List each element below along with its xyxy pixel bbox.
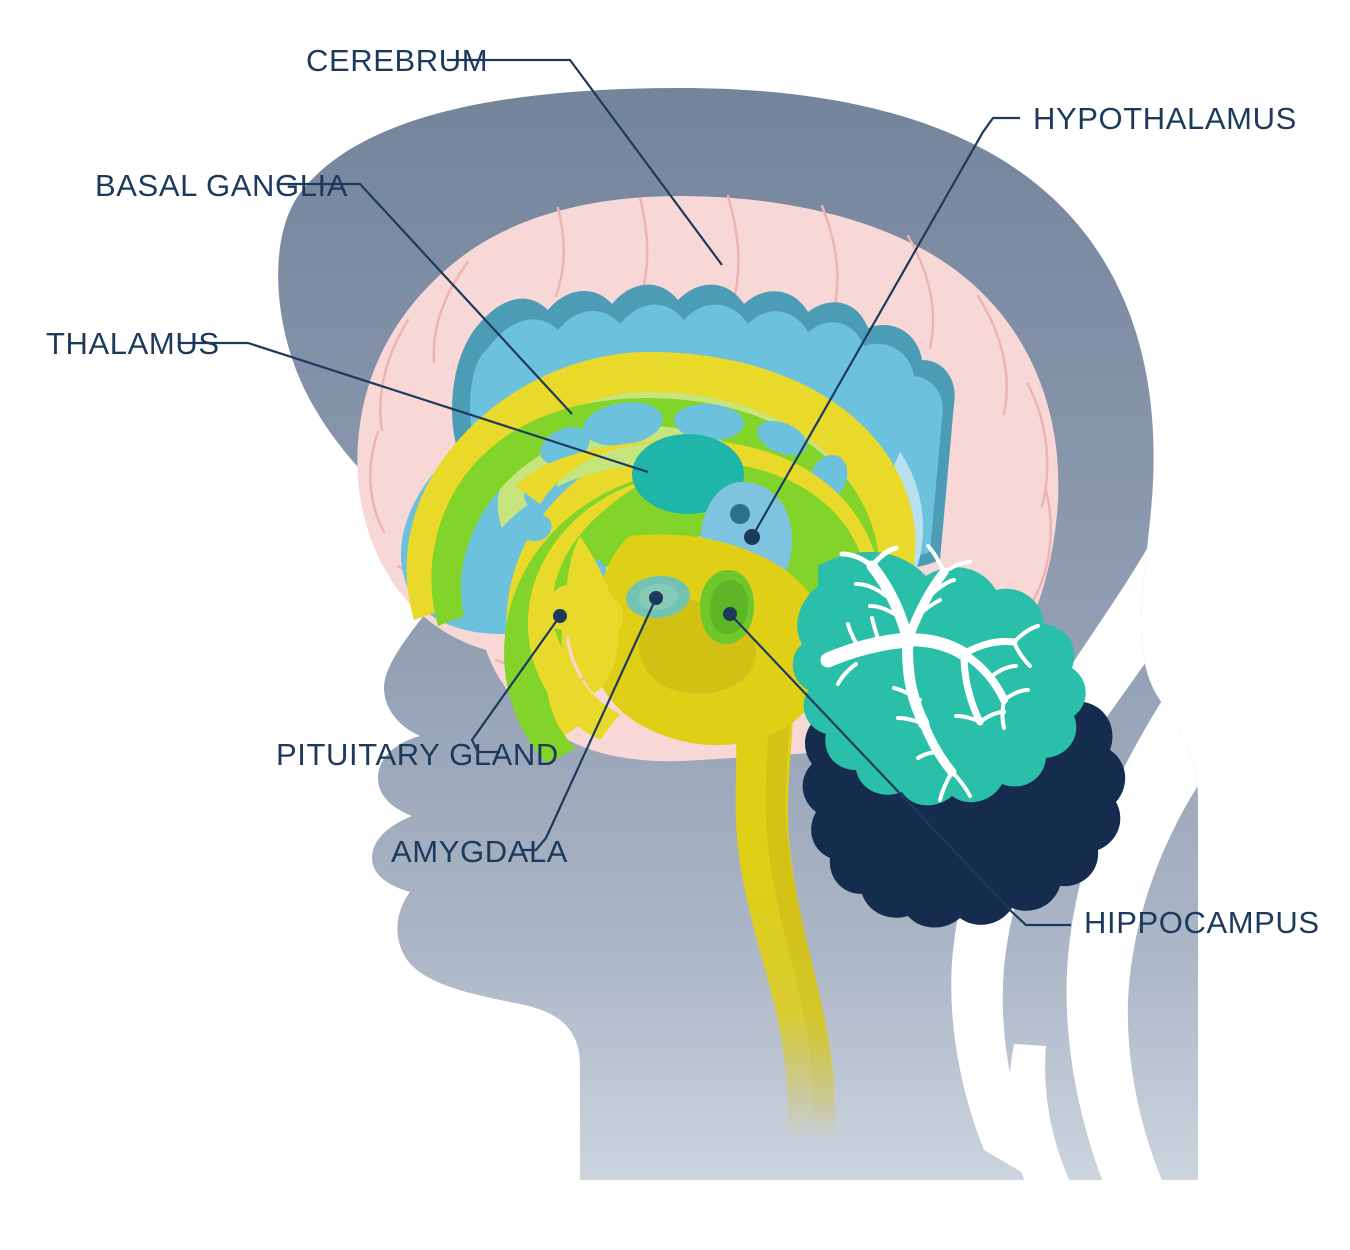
label-hippocampus: HIPPOCAMPUS [1084, 905, 1320, 940]
leader-line-cerebrum [447, 58, 723, 266]
label-basal-ganglia: BASAL GANGLIA [95, 168, 348, 203]
labels: CEREBRUM BASAL GANGLIA THALAMUS HYPOTHAL… [46, 43, 1320, 940]
hippocampus [700, 570, 754, 644]
leader-line-pituitary-gland [470, 615, 561, 754]
leader-dot-hypothalamus [744, 529, 760, 545]
leader-dot-amygdala [649, 591, 663, 605]
leader-line-hippocampus [729, 613, 1071, 927]
leader-dot-hippocampus [723, 607, 737, 621]
thalamus [632, 434, 744, 514]
label-hypothalamus: HYPOTHALAMUS [1033, 101, 1297, 136]
leader-line-thalamus [178, 341, 649, 474]
leader-line-basal-ganglia [278, 182, 573, 415]
arbor-vitae [820, 544, 1040, 802]
label-cerebrum: CEREBRUM [306, 43, 488, 78]
leader-line-hypothalamus [751, 116, 1020, 538]
leader-dot-pituitary-gland [553, 609, 567, 623]
leader-lines [178, 58, 1071, 927]
cerebellum [792, 544, 1126, 928]
label-thalamus: THALAMUS [46, 326, 220, 361]
leader-line-amygdala [522, 597, 657, 852]
label-amygdala: AMYGDALA [391, 834, 568, 869]
pituitary-gland [543, 584, 623, 643]
label-pituitary-gland: PITUITARY GLAND [276, 737, 559, 772]
